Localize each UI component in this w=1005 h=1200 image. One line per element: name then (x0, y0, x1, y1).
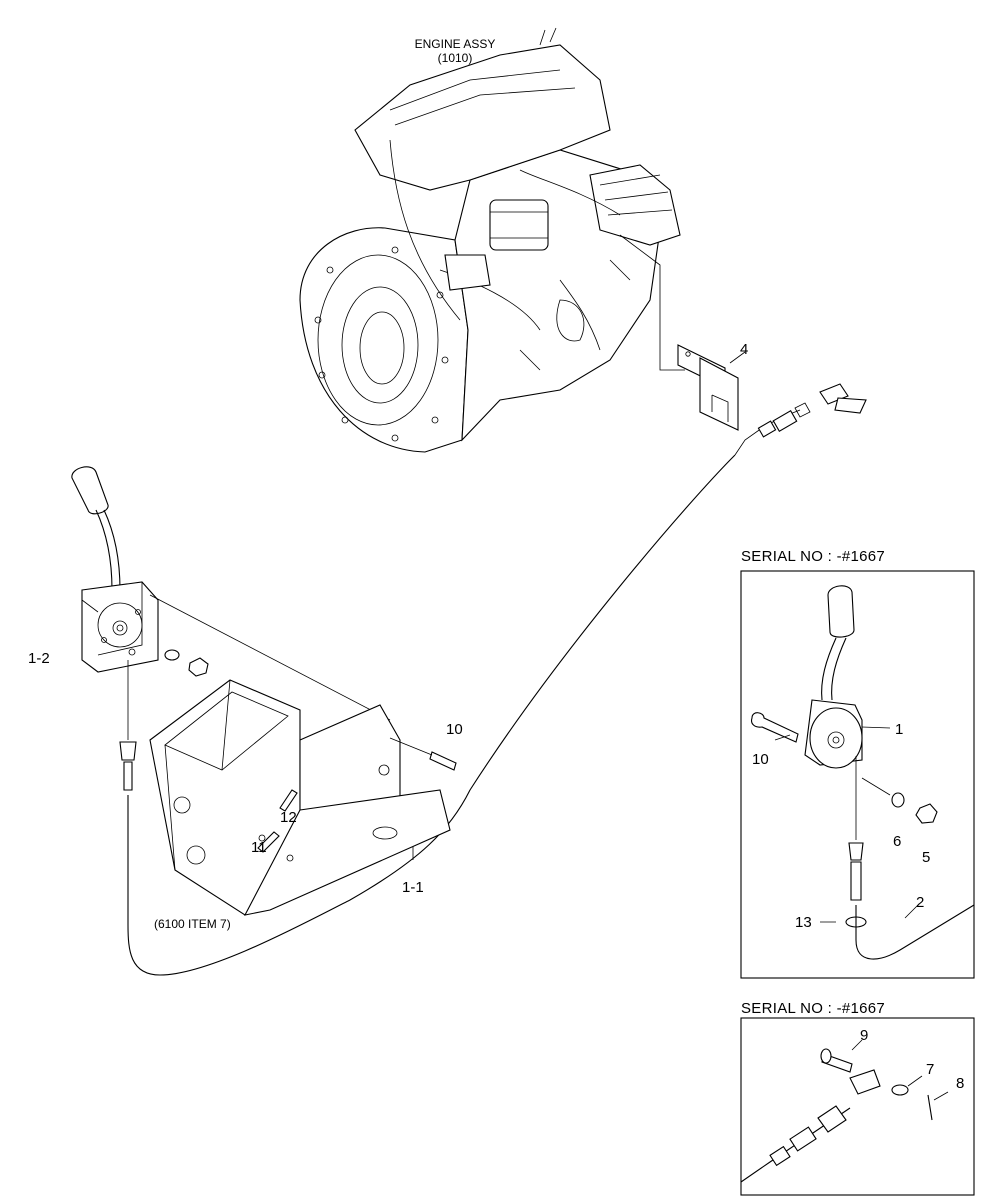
throttle-lever-assembly (71, 466, 159, 791)
inset-1-header: SERIAL NO : -#1667 (741, 548, 886, 565)
engine-assy-ref: (1010) (437, 51, 473, 65)
callout-6: 6 (893, 833, 902, 850)
throttle-bracket (677, 344, 739, 431)
callout-12: 12 (280, 809, 297, 826)
engine-assembly (299, 27, 681, 453)
inset-2-header: SERIAL NO : -#1667 (741, 1000, 886, 1017)
lever-mount-bracket (149, 679, 451, 916)
cable-end-fittings (734, 383, 867, 456)
callout-13: 13 (795, 914, 812, 931)
callout-1-1: 1-1 (402, 879, 424, 896)
callout-1: 1 (895, 721, 904, 738)
inset-early-serial-cable-end (740, 1017, 975, 1196)
callout-10-main: 10 (446, 721, 463, 738)
inset-early-serial-lever (740, 570, 975, 979)
callout-9: 9 (860, 1027, 869, 1044)
callout-2: 2 (916, 894, 925, 911)
callout-4: 4 (740, 341, 749, 358)
callout-8: 8 (956, 1075, 965, 1092)
callout-1-2: 1-2 (28, 650, 50, 667)
throttle-cable (127, 454, 736, 976)
callout-5: 5 (922, 849, 931, 866)
callout-7: 7 (926, 1061, 935, 1078)
engine-assy-title: ENGINE ASSY (414, 37, 496, 51)
callout-10-inset: 10 (752, 751, 769, 768)
callout-11: 11 (251, 839, 267, 856)
bracket-ref-label: (6100 ITEM 7) (154, 917, 231, 931)
